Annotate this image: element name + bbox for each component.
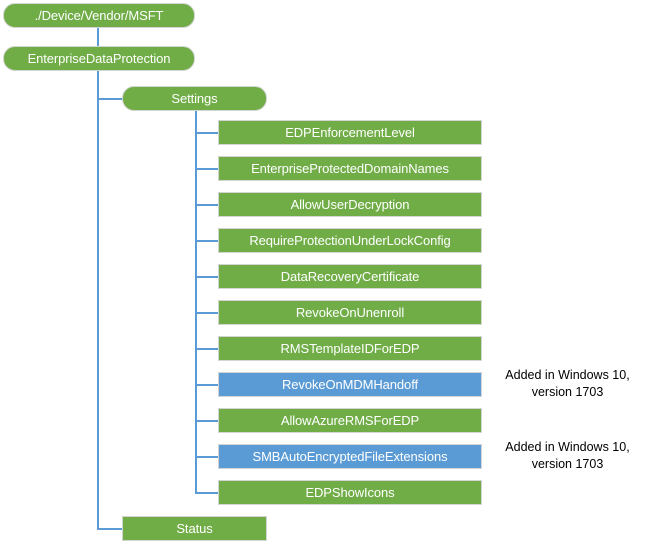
- node-settings[interactable]: Settings: [122, 86, 267, 111]
- node-label: RevokeOnMDMHandoff: [282, 377, 418, 392]
- connector-trunk-to-status: [97, 528, 123, 530]
- node-allowuserdecryption[interactable]: AllowUserDecryption: [218, 192, 482, 217]
- node-label: RequireProtectionUnderLockConfig: [249, 233, 451, 248]
- node-edpshowicons[interactable]: EDPShowIcons: [218, 480, 482, 505]
- node-smbautoencryptedfileextensions[interactable]: SMBAutoEncryptedFileExtensions: [218, 444, 482, 469]
- node-allowazurermsforedp[interactable]: AllowAzureRMSForEDP: [218, 408, 482, 433]
- node-enterpriseprotecteddomainnames[interactable]: EnterpriseProtectedDomainNames: [218, 156, 482, 181]
- node-revokeonmdmhandoff[interactable]: RevokeOnMDMHandoff: [218, 372, 482, 397]
- annotation-revokeonmdmhandoff: Added in Windows 10, version 1703: [505, 368, 630, 399]
- node-requireprotectionunderlockconfig[interactable]: RequireProtectionUnderLockConfig: [218, 228, 482, 253]
- node-label: EDPEnforcementLevel: [285, 125, 415, 140]
- connector-child-6: [195, 312, 219, 314]
- connector-child-3: [195, 204, 219, 206]
- connector-trunk-to-settings: [97, 98, 123, 100]
- node-revokeonunenroll[interactable]: RevokeOnUnenroll: [218, 300, 482, 325]
- connector-child-1: [195, 132, 219, 134]
- connector-child-9: [195, 420, 219, 422]
- node-rmstemplateidforedp[interactable]: RMSTemplateIDForEDP: [218, 336, 482, 361]
- node-label: EDPShowIcons: [305, 485, 395, 500]
- node-label: AllowUserDecryption: [290, 197, 410, 212]
- node-label: EnterpriseProtectedDomainNames: [251, 161, 449, 176]
- connector-child-11: [195, 492, 219, 494]
- node-label: SMBAutoEncryptedFileExtensions: [252, 449, 448, 464]
- node-status-label: Status: [176, 521, 213, 536]
- connector-settings-stub: [195, 110, 197, 132]
- connector-child-4: [195, 240, 219, 242]
- node-root[interactable]: ./Device/Vendor/MSFT: [3, 3, 195, 28]
- connector-child-7: [195, 348, 219, 350]
- connector-child-5: [195, 276, 219, 278]
- node-status[interactable]: Status: [122, 516, 267, 541]
- node-datarecoverycertificate[interactable]: DataRecoveryCertificate: [218, 264, 482, 289]
- node-label: DataRecoveryCertificate: [280, 269, 420, 284]
- node-label: RMSTemplateIDForEDP: [280, 341, 420, 356]
- connector-main-trunk: [97, 52, 99, 529]
- connector-root-to-edp: [97, 27, 99, 52]
- node-label: RevokeOnUnenroll: [295, 305, 405, 320]
- connector-child-2: [195, 168, 219, 170]
- node-edpenforcementlevel[interactable]: EDPEnforcementLevel: [218, 120, 482, 145]
- node-label: AllowAzureRMSForEDP: [280, 413, 420, 428]
- node-root-label: ./Device/Vendor/MSFT: [34, 8, 164, 23]
- node-enterprise-data-protection-label: EnterpriseDataProtection: [27, 51, 171, 66]
- node-enterprise-data-protection[interactable]: EnterpriseDataProtection: [3, 46, 195, 71]
- connector-child-8: [195, 384, 219, 386]
- annotation-smbautoencryptedfileextensions: Added in Windows 10, version 1703: [505, 440, 630, 471]
- node-settings-label: Settings: [171, 91, 218, 106]
- connector-child-10: [195, 456, 219, 458]
